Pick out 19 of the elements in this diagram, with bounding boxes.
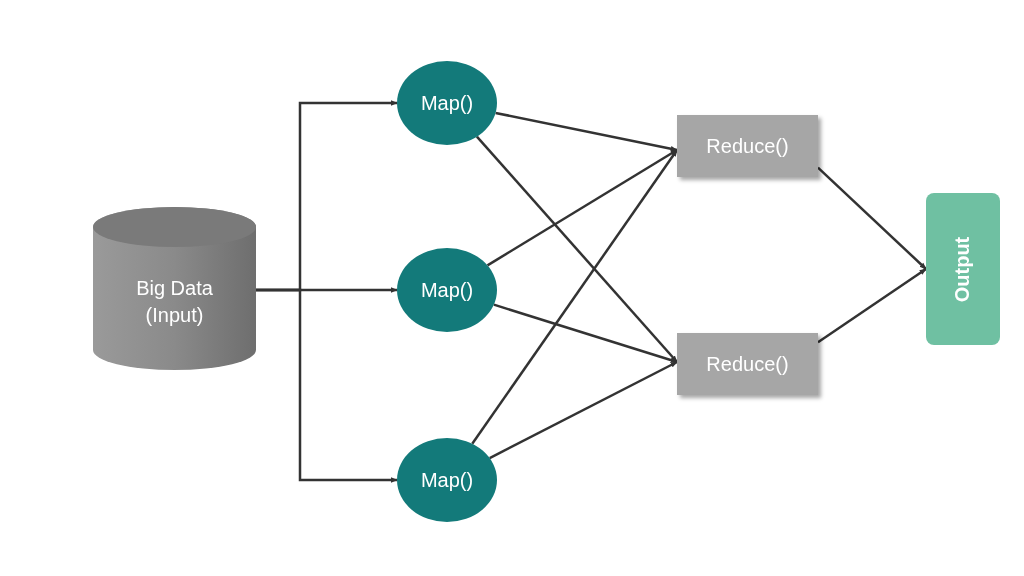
node-label: Map() [420,277,474,303]
arrow [493,303,678,364]
arrow [256,288,398,483]
arrow [471,149,679,445]
arrow [475,135,678,363]
arrow [495,111,678,152]
arrow [489,360,678,460]
arrow [486,148,678,267]
node-label: Reduce() [706,133,789,159]
arrow [817,166,927,270]
arrow [817,267,927,344]
node-label: Output [950,236,975,302]
node-label: Map() [420,90,474,116]
output-box [926,193,1000,345]
node-label: Map() [420,467,474,493]
reduce-box [677,333,818,395]
node-label: Big Data (Input) [135,275,214,328]
reduce-box [677,115,818,177]
node-label: Reduce() [706,351,789,377]
